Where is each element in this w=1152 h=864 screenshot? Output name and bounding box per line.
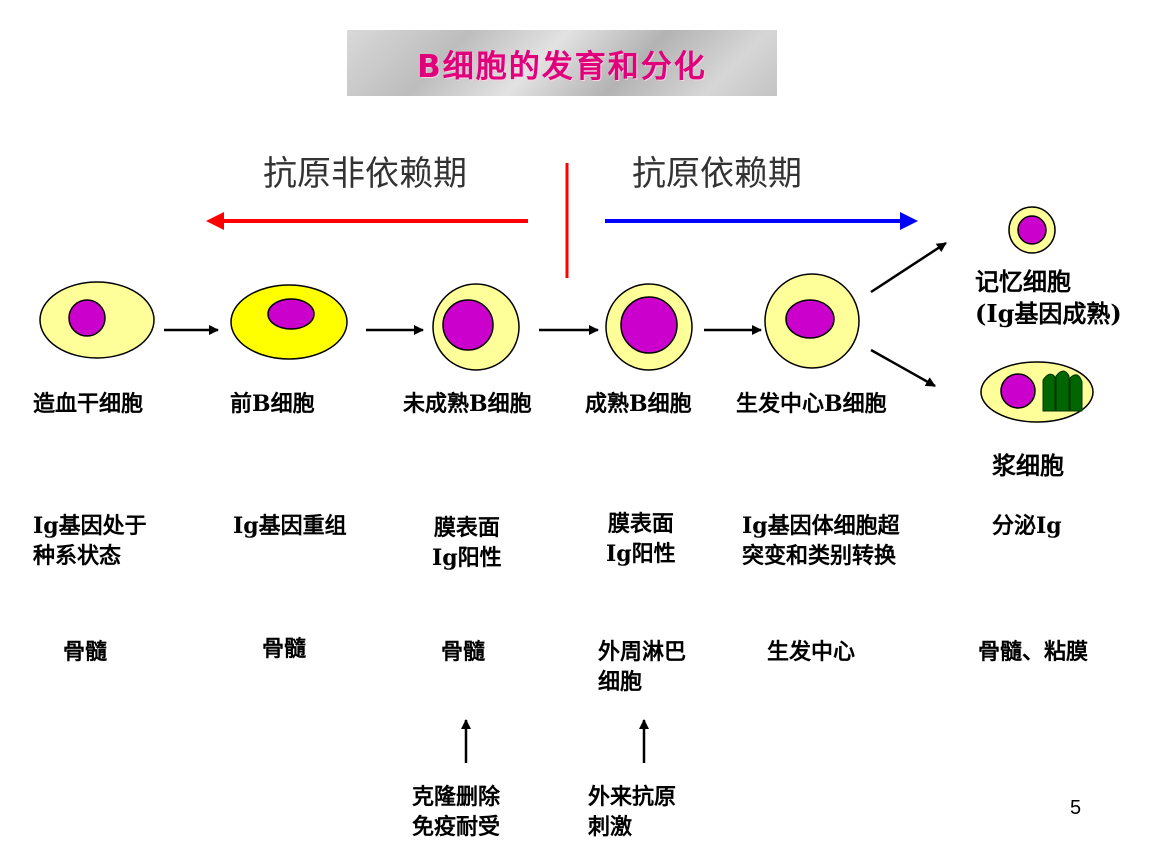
- memory-cell-label: 记忆细胞: [975, 267, 1071, 296]
- page-number: 5: [1070, 797, 1082, 819]
- feature-pre-b: Ig基因重组: [233, 511, 347, 541]
- location-line: 骨髓: [262, 636, 307, 662]
- plasma-cell-icon: [980, 361, 1094, 423]
- phase-label-antigen-dependent: 抗原依赖期: [632, 154, 802, 194]
- title-banner: B细胞的发育和分化: [347, 30, 777, 96]
- feature-line: Ig阳性: [432, 545, 502, 571]
- stage-name-germinal-center-b: 生发中心B细胞: [736, 391, 887, 417]
- event-line: 免疫耐受: [412, 814, 501, 840]
- antigen-dependent-arrow: [605, 212, 918, 230]
- event-line: 克隆删除: [412, 784, 501, 810]
- feature-line: Ig阳性: [606, 541, 676, 567]
- location-mature-b: 外周淋巴 细胞: [598, 637, 686, 697]
- stage-name-immature-b: 未成熟B细胞: [403, 391, 532, 417]
- location-pre-b: 骨髓: [262, 634, 306, 664]
- mature-b-cell-icon: [605, 283, 693, 371]
- event-clonal-deletion: 克隆删除 免疫耐受: [412, 782, 500, 842]
- location-line: 外周淋巴: [598, 639, 687, 665]
- location-germinal-center-b: 生发中心: [767, 637, 855, 667]
- feature-line: Ig基因体细胞超: [742, 513, 900, 539]
- phase-label-antigen-independent: 抗原非依赖期: [263, 154, 467, 194]
- transition-arrow-to-plasma: [870, 348, 936, 388]
- immature-b-cell-icon: [432, 283, 520, 371]
- feature-mature-b: 膜表面 Ig阳性: [606, 509, 676, 569]
- stage-name-plasma-cell: 浆细胞: [992, 451, 1064, 480]
- transition-arrow-to-memory: [870, 241, 947, 294]
- stage-name-mature-b: 成熟B细胞: [585, 391, 692, 417]
- event-line: 外来抗原: [588, 784, 677, 810]
- feature-plasma-cell: 分泌Ig: [992, 511, 1062, 541]
- germinal-center-b-cell-icon: [764, 273, 860, 369]
- antigen-independent-arrow: [206, 212, 528, 230]
- feature-line: 分泌Ig: [992, 513, 1062, 539]
- feature-line: 种系状态: [33, 543, 122, 569]
- location-line: 骨髓、粘膜: [978, 639, 1089, 665]
- feature-stem-cell: Ig基因处于 种系状态: [33, 511, 147, 571]
- feature-line: 膜表面: [607, 511, 674, 537]
- event-line: 刺激: [588, 814, 633, 840]
- location-stem-cell: 骨髓: [63, 637, 107, 667]
- feature-immature-b: 膜表面 Ig阳性: [432, 513, 502, 573]
- stage-name-pre-b: 前B细胞: [230, 391, 315, 417]
- feature-line: 突变和类别转换: [742, 543, 897, 569]
- feature-line: Ig基因处于: [33, 513, 147, 539]
- stage-name-stem-cell: 造血干细胞: [33, 391, 144, 417]
- event-antigen-stimulation: 外来抗原 刺激: [588, 782, 676, 842]
- location-immature-b: 骨髓: [441, 637, 485, 667]
- location-plasma-cell: 骨髓、粘膜: [978, 637, 1088, 667]
- location-line: 细胞: [598, 669, 643, 695]
- feature-germinal-center-b: Ig基因体细胞超 突变和类别转换: [742, 511, 900, 571]
- memory-cell-note: (Ig基因成熟): [975, 299, 1122, 328]
- feature-line: 膜表面: [433, 515, 500, 541]
- location-line: 生发中心: [767, 639, 856, 665]
- page-title: B细胞的发育和分化: [417, 48, 707, 85]
- pre-b-cell-icon: [230, 284, 348, 360]
- location-line: 骨髓: [441, 639, 486, 665]
- stem-cell-icon: [39, 281, 155, 359]
- memory-cell-icon: [1008, 206, 1056, 254]
- location-line: 骨髓: [63, 639, 108, 665]
- feature-line: Ig基因重组: [233, 513, 347, 539]
